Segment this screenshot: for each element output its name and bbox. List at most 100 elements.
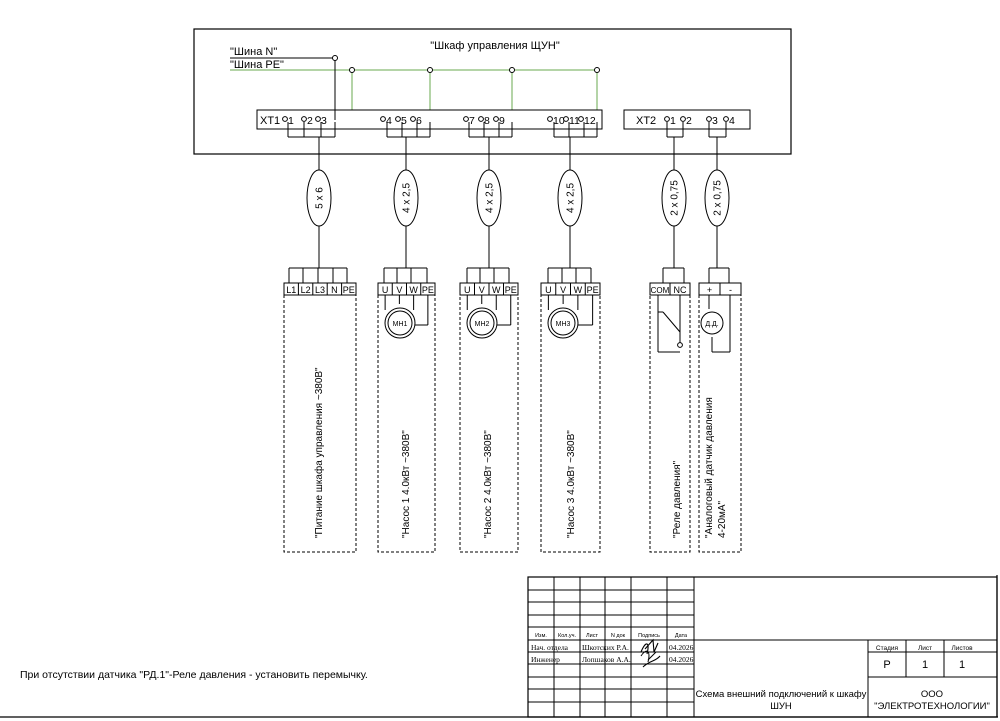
title-block-outline — [527, 576, 998, 718]
device-terminal-label: - — [729, 285, 732, 295]
xt1-label: XT1 — [260, 115, 280, 127]
header-cell: Подпись — [638, 633, 660, 639]
date-cell: 04.2026 — [669, 655, 694, 664]
cable-spec: 5 x 6 — [315, 187, 326, 209]
device-terminal-label: N — [331, 285, 338, 295]
header-cell: Дата — [675, 633, 688, 639]
motor-symbol — [466, 307, 498, 339]
document-title-line1: Схема внешний подключений к шкафу — [696, 689, 867, 700]
terminal-dot — [395, 116, 401, 122]
terminal-dot — [706, 116, 712, 122]
header-cell: Лист — [586, 633, 598, 639]
xt1-terminal-number: 11 — [569, 115, 580, 127]
cable-spec: 4 x 2,5 — [402, 183, 413, 213]
control-cabinet: "Шкаф управления ЩУН" "Шина N" "Шина PE"… — [193, 28, 792, 155]
terminal-dot — [547, 116, 553, 122]
bus-pe-node — [427, 67, 433, 73]
device-enclosure — [459, 294, 519, 553]
device-terminal-label: PE — [422, 285, 434, 295]
date-cell: 04.2026 — [669, 643, 694, 652]
organization-line2: "ЭЛЕКТРОТЕХНОЛОГИИ" — [874, 701, 990, 712]
device-terminal-label: NC — [674, 285, 687, 295]
document-title-line2: ШУН — [770, 701, 792, 712]
device-terminal-label: COM — [651, 286, 670, 295]
xt1-terminal-number: 5 — [401, 115, 407, 127]
device-terminal-label: PE — [505, 285, 517, 295]
sheet-value: 1 — [922, 659, 928, 671]
xt1-terminal-number: 6 — [416, 115, 422, 127]
role-cell: Инженер — [531, 655, 560, 664]
header-cell: Изм. — [535, 633, 547, 639]
terminal-dot — [410, 116, 416, 122]
terminal-dot — [664, 116, 670, 122]
device-label: "Насос 3 4.0кВт ~380В" — [566, 430, 577, 538]
motor-label: МН3 — [556, 321, 571, 328]
sheets-value: 1 — [959, 659, 965, 671]
xt1-terminal-number: 1 — [288, 115, 294, 127]
device-enclosure — [377, 294, 436, 553]
device-enclosure — [283, 294, 357, 553]
motor-label: МН1 — [393, 321, 408, 328]
xt1-terminal-number: 9 — [499, 115, 505, 127]
bus-pe-node — [509, 67, 515, 73]
organization-line1: ООО — [921, 689, 943, 700]
relay-contact — [662, 311, 681, 333]
terminal-dot — [282, 116, 288, 122]
bus-pe-node — [594, 67, 600, 73]
xt1-terminal-number: 8 — [484, 115, 490, 127]
jumper-note: При отсутствии датчика "РД.1"-Реле давле… — [20, 669, 368, 681]
motor-symbol — [547, 307, 579, 339]
device-terminal-label: PE — [587, 285, 599, 295]
bus-n-label: "Шина N" — [230, 46, 277, 58]
cable-spec: 2 x 0,75 — [713, 180, 724, 216]
bus-pe-label: "Шина PE" — [230, 59, 284, 71]
xt1-terminal-number: 4 — [386, 115, 392, 127]
terminal-dot — [380, 116, 386, 122]
device-terminal-label: U — [545, 285, 552, 295]
xt2-terminal-block — [623, 109, 751, 130]
device-terminal-label: L1 — [286, 285, 296, 295]
xt1-terminal-number: 7 — [469, 115, 475, 127]
device-terminal-label: W — [492, 285, 501, 295]
role-cell: Нач. отдела — [531, 643, 569, 652]
terminal-dot — [723, 116, 729, 122]
device-terminal-label: PE — [343, 285, 355, 295]
device-terminal-label: V — [479, 285, 485, 295]
device-terminal-label: U — [382, 285, 389, 295]
device-label: "Реле давления" — [672, 460, 683, 538]
xt1-terminal-number: 3 — [321, 115, 327, 127]
device-terminal-label: V — [396, 285, 402, 295]
xt2-terminal-number: 3 — [712, 115, 718, 127]
title-block: Изм. Кол.уч. Лист N док Подпись Дата Нач… — [527, 576, 998, 718]
sheet-header: Лист — [918, 645, 932, 652]
xt1-terminal-number: 2 — [307, 115, 313, 127]
bus-pe-node — [349, 67, 355, 73]
name-cell: Лопшаков А.А. — [582, 655, 631, 664]
stage-header: Стадия — [876, 645, 899, 652]
terminal-dot — [578, 116, 584, 122]
device-terminal-label: + — [707, 285, 712, 295]
device-terminal-label: L3 — [315, 285, 325, 295]
xt2-terminal-number: 4 — [729, 115, 735, 127]
cable-spec: 4 x 2,5 — [485, 183, 496, 213]
name-cell: Шкотских Р.А. — [582, 643, 629, 652]
bus-n-node — [332, 55, 338, 61]
xt2-label: XT2 — [636, 115, 656, 127]
device-label: "Аналоговый датчик давления — [704, 397, 715, 538]
device-label: 4-20мА" — [717, 500, 728, 538]
device-enclosure — [540, 294, 601, 553]
terminal-dot — [301, 116, 307, 122]
terminal-dot — [463, 116, 469, 122]
xt2-terminal-number: 1 — [670, 115, 676, 127]
device-enclosure — [649, 294, 691, 553]
terminal-dot — [680, 116, 686, 122]
motor-symbol — [387, 310, 413, 336]
device-terminal-label: W — [574, 285, 583, 295]
device-terminal-label: V — [560, 285, 566, 295]
terminal-dot — [563, 116, 569, 122]
xt1-terminal-number: 12 — [584, 115, 596, 127]
